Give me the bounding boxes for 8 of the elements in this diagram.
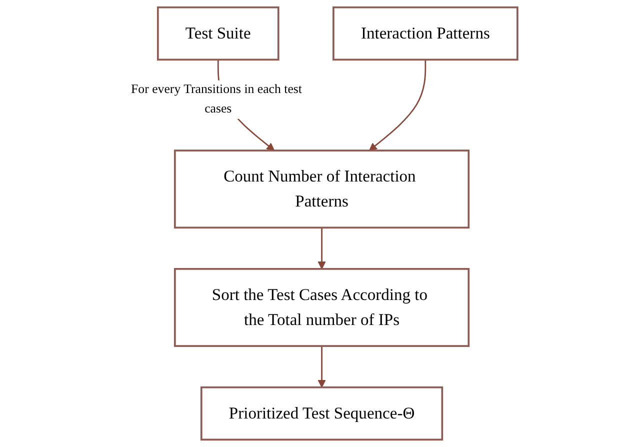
process-box: Count Number of Interaction Patterns: [174, 150, 470, 229]
process-box: Prioritized Test Sequence-Θ: [200, 386, 444, 441]
process-box: Test Suite: [157, 6, 280, 61]
arrow: [369, 60, 426, 151]
process-box: Sort the Test Cases According to the Total number of IPs: [174, 268, 470, 347]
arrow: [318, 346, 326, 388]
process-box: Interaction Patterns: [332, 6, 518, 61]
arrow: [318, 228, 326, 270]
